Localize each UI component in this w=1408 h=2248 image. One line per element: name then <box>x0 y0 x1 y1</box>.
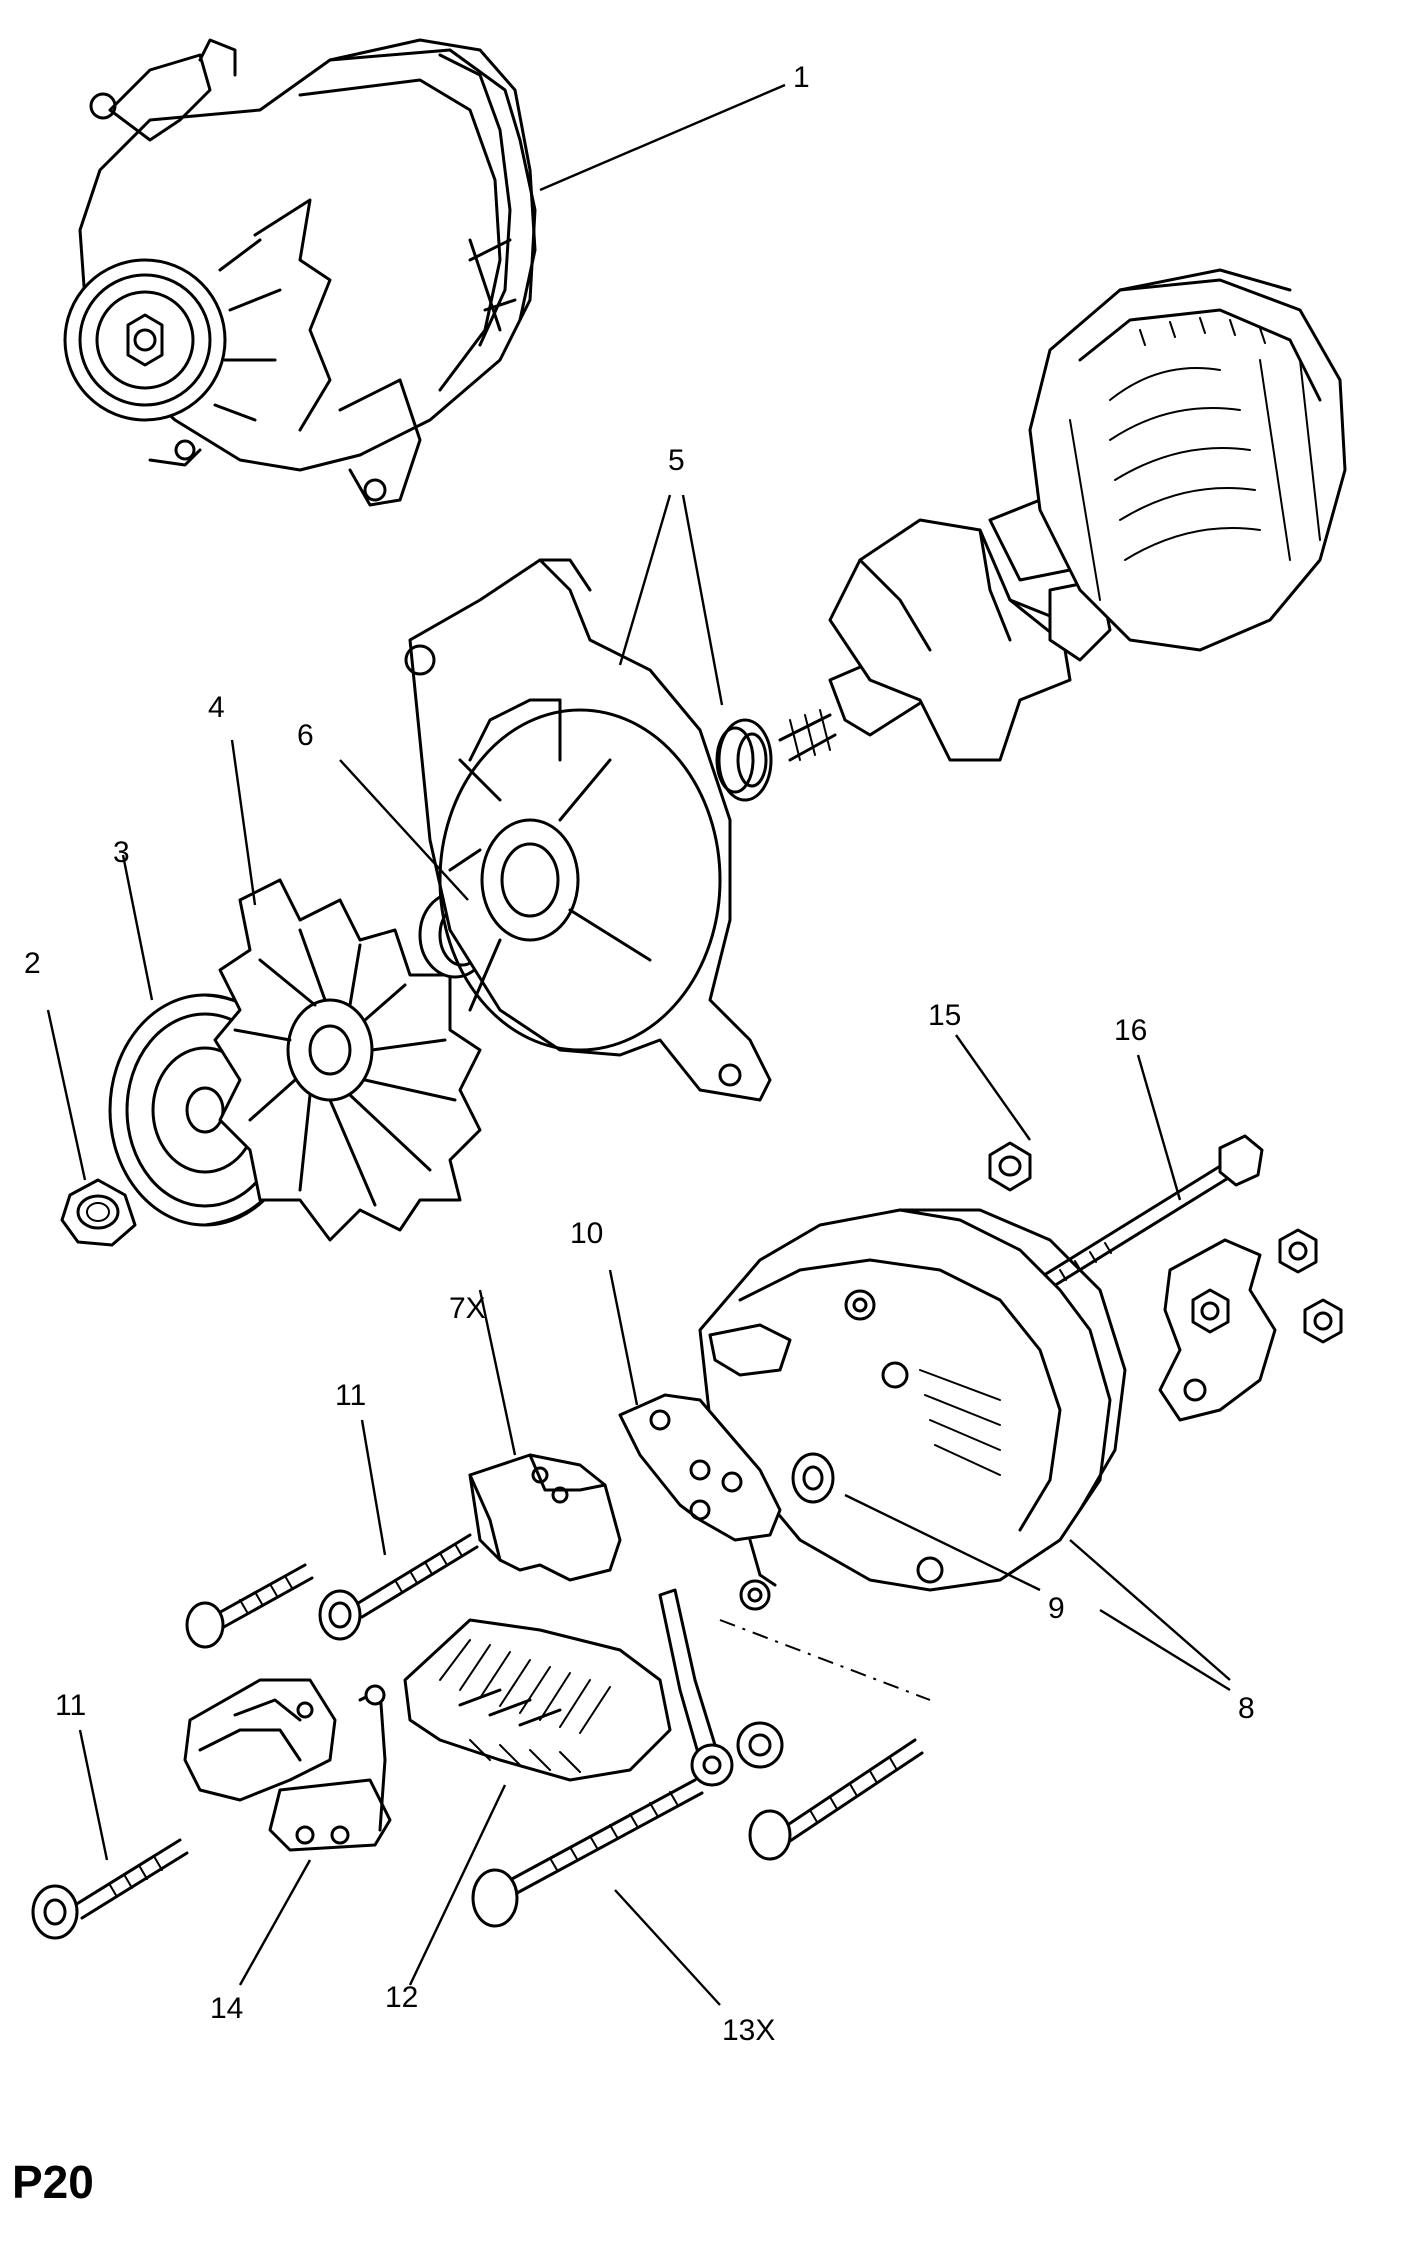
callout-10: 10 <box>570 1217 603 1250</box>
brush-holder <box>468 1453 622 1582</box>
callout-16: 16 <box>1114 1014 1147 1047</box>
screw-with-washer-upper <box>318 1533 479 1641</box>
page-id: P20 <box>12 2156 94 2208</box>
callout-4: 4 <box>208 691 225 724</box>
long-screw-right <box>748 1738 924 1861</box>
callout-8: 8 <box>1238 1692 1255 1725</box>
leader-lines <box>46 83 1231 2006</box>
callouts: 1 5 4 6 3 2 15 16 10 7X 11 9 8 11 14 12 … <box>12 61 1255 2208</box>
short-screw-upper <box>185 1563 314 1649</box>
callout-2: 2 <box>24 947 41 980</box>
stator <box>1028 268 1347 652</box>
alignment-line <box>719 1619 931 1701</box>
callout-11-lower: 11 <box>55 1689 86 1722</box>
link-strap <box>658 1588 784 1787</box>
regulator-plate <box>618 1393 782 1611</box>
callout-12: 12 <box>385 1981 418 2014</box>
callout-11-upper: 11 <box>335 1379 366 1412</box>
pulley-nut <box>60 1178 137 1247</box>
spacer-ring <box>715 718 773 802</box>
long-bolt <box>1018 1134 1264 1304</box>
callout-9: 9 <box>1048 1592 1065 1625</box>
callout-13x: 13X <box>722 2014 775 2047</box>
callout-5: 5 <box>668 444 685 477</box>
fan <box>213 878 482 1242</box>
cover-nuts <box>1278 1228 1343 1344</box>
small-nut <box>988 1141 1032 1192</box>
callout-15: 15 <box>928 999 961 1032</box>
suppressor-bracket <box>183 1678 392 1852</box>
long-screw-left <box>471 1778 704 1928</box>
callout-14: 14 <box>210 1992 243 2025</box>
callout-7x: 7X <box>449 1292 486 1325</box>
screw-lower <box>31 1838 189 1940</box>
rectifier-heatsink <box>403 1618 672 1782</box>
drive-end-bracket <box>404 558 772 1102</box>
alternator-assembly <box>63 38 537 507</box>
callout-1: 1 <box>793 61 810 94</box>
rear-cover <box>1158 1238 1277 1422</box>
rear-bearing <box>791 1452 835 1504</box>
callout-6: 6 <box>297 719 314 752</box>
callout-3: 3 <box>113 836 130 869</box>
